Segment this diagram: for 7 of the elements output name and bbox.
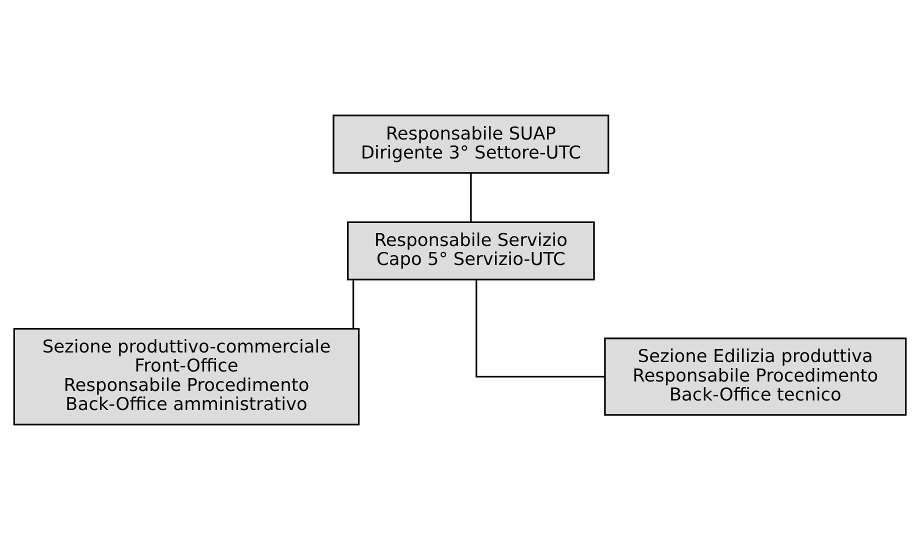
connector [470,172,472,222]
node-box: Responsabile Servizio Capo 5° Servizio-UTC [347,220,595,280]
connector [352,280,354,328]
node-box: Sezione Edilizia produttiva Responsabile Procedimento Back-Office tecnico [604,337,907,416]
node-box: Responsabile SUAP Dirigente 3° Settore-UTC [332,114,610,174]
connector [476,280,605,377]
node-box: Sezione produttivo-commerciale Front-Office Responsabile Procedimento Back-Office amministrativo [13,327,360,425]
